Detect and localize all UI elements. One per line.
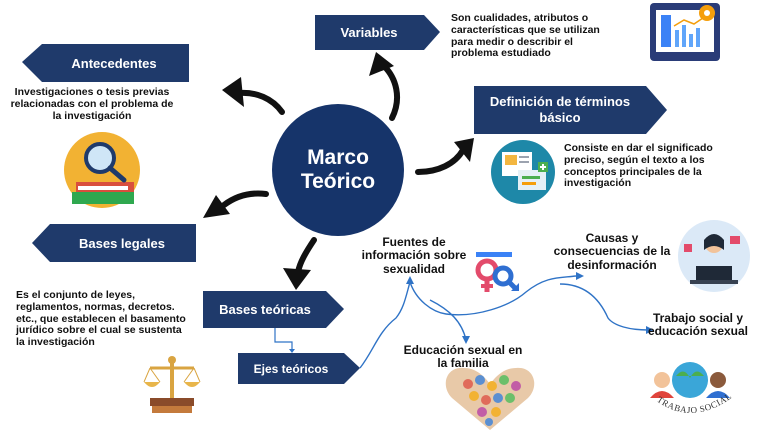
arrow-bases-teoricas xyxy=(295,237,317,275)
arrow-variables xyxy=(381,63,401,121)
variables-description: Son cualidades, atributos o característi… xyxy=(451,12,600,60)
arrow-bases-legales xyxy=(221,190,269,208)
antecedentes-banner xyxy=(22,44,189,82)
arrows xyxy=(203,52,474,290)
definicion-banner xyxy=(474,86,667,134)
laptop-user-icon xyxy=(678,220,750,292)
arrow-antecedentes xyxy=(237,89,285,115)
definicion-label-line2: básico xyxy=(539,110,581,125)
eje-trabajo: Trabajo social y educación sexual xyxy=(647,311,749,339)
definition-icon xyxy=(491,140,555,204)
eje-educacion: Educación sexual en la familia xyxy=(403,343,523,371)
definicion-label: Definición de términos básico xyxy=(474,86,646,134)
antecedentes-label: Antecedentes xyxy=(71,55,157,71)
center-circle xyxy=(272,104,404,236)
antecedentes-description: Investigaciones o tesis previas relacion… xyxy=(10,86,174,122)
bases-legales-banner xyxy=(32,224,196,262)
ejes-teoricos-banner xyxy=(238,353,360,384)
family-heart-icon xyxy=(445,367,535,430)
bases-legales-description: Es el conjunto de leyes, reglamentos, no… xyxy=(16,289,186,348)
eje-fuentes: Fuentes de información sobre sexualidad xyxy=(361,235,467,276)
eje-causas: Causas y consecuencias de la desinformac… xyxy=(553,231,671,272)
connector-bases-ejes xyxy=(274,328,293,352)
center-title-line2: Teórico xyxy=(300,170,376,193)
presentation-icon xyxy=(650,3,720,61)
center-title: Marco Teórico xyxy=(268,106,408,234)
arrow-definicion xyxy=(415,147,466,175)
scales-icon xyxy=(143,356,201,413)
blue-connectors xyxy=(359,275,649,369)
bases-teoricas-banner xyxy=(203,291,344,328)
bases-teoricas-label: Bases teóricas xyxy=(219,302,311,317)
social-work-logo-icon: TRABAJO SOCIAL xyxy=(650,362,733,415)
search-book-icon xyxy=(64,132,140,208)
variables-banner xyxy=(315,15,440,50)
definicion-description: Consiste en dar el significado preciso, … xyxy=(564,142,713,190)
definicion-label-line1: Definición de términos xyxy=(489,94,631,110)
variables-label: Variables xyxy=(340,25,398,40)
center-title-line1: Marco xyxy=(307,145,369,169)
bases-legales-label: Bases legales xyxy=(78,235,165,251)
ejes-teoricos-label: Ejes teóricos xyxy=(253,361,329,376)
gender-symbols-icon xyxy=(475,252,519,292)
